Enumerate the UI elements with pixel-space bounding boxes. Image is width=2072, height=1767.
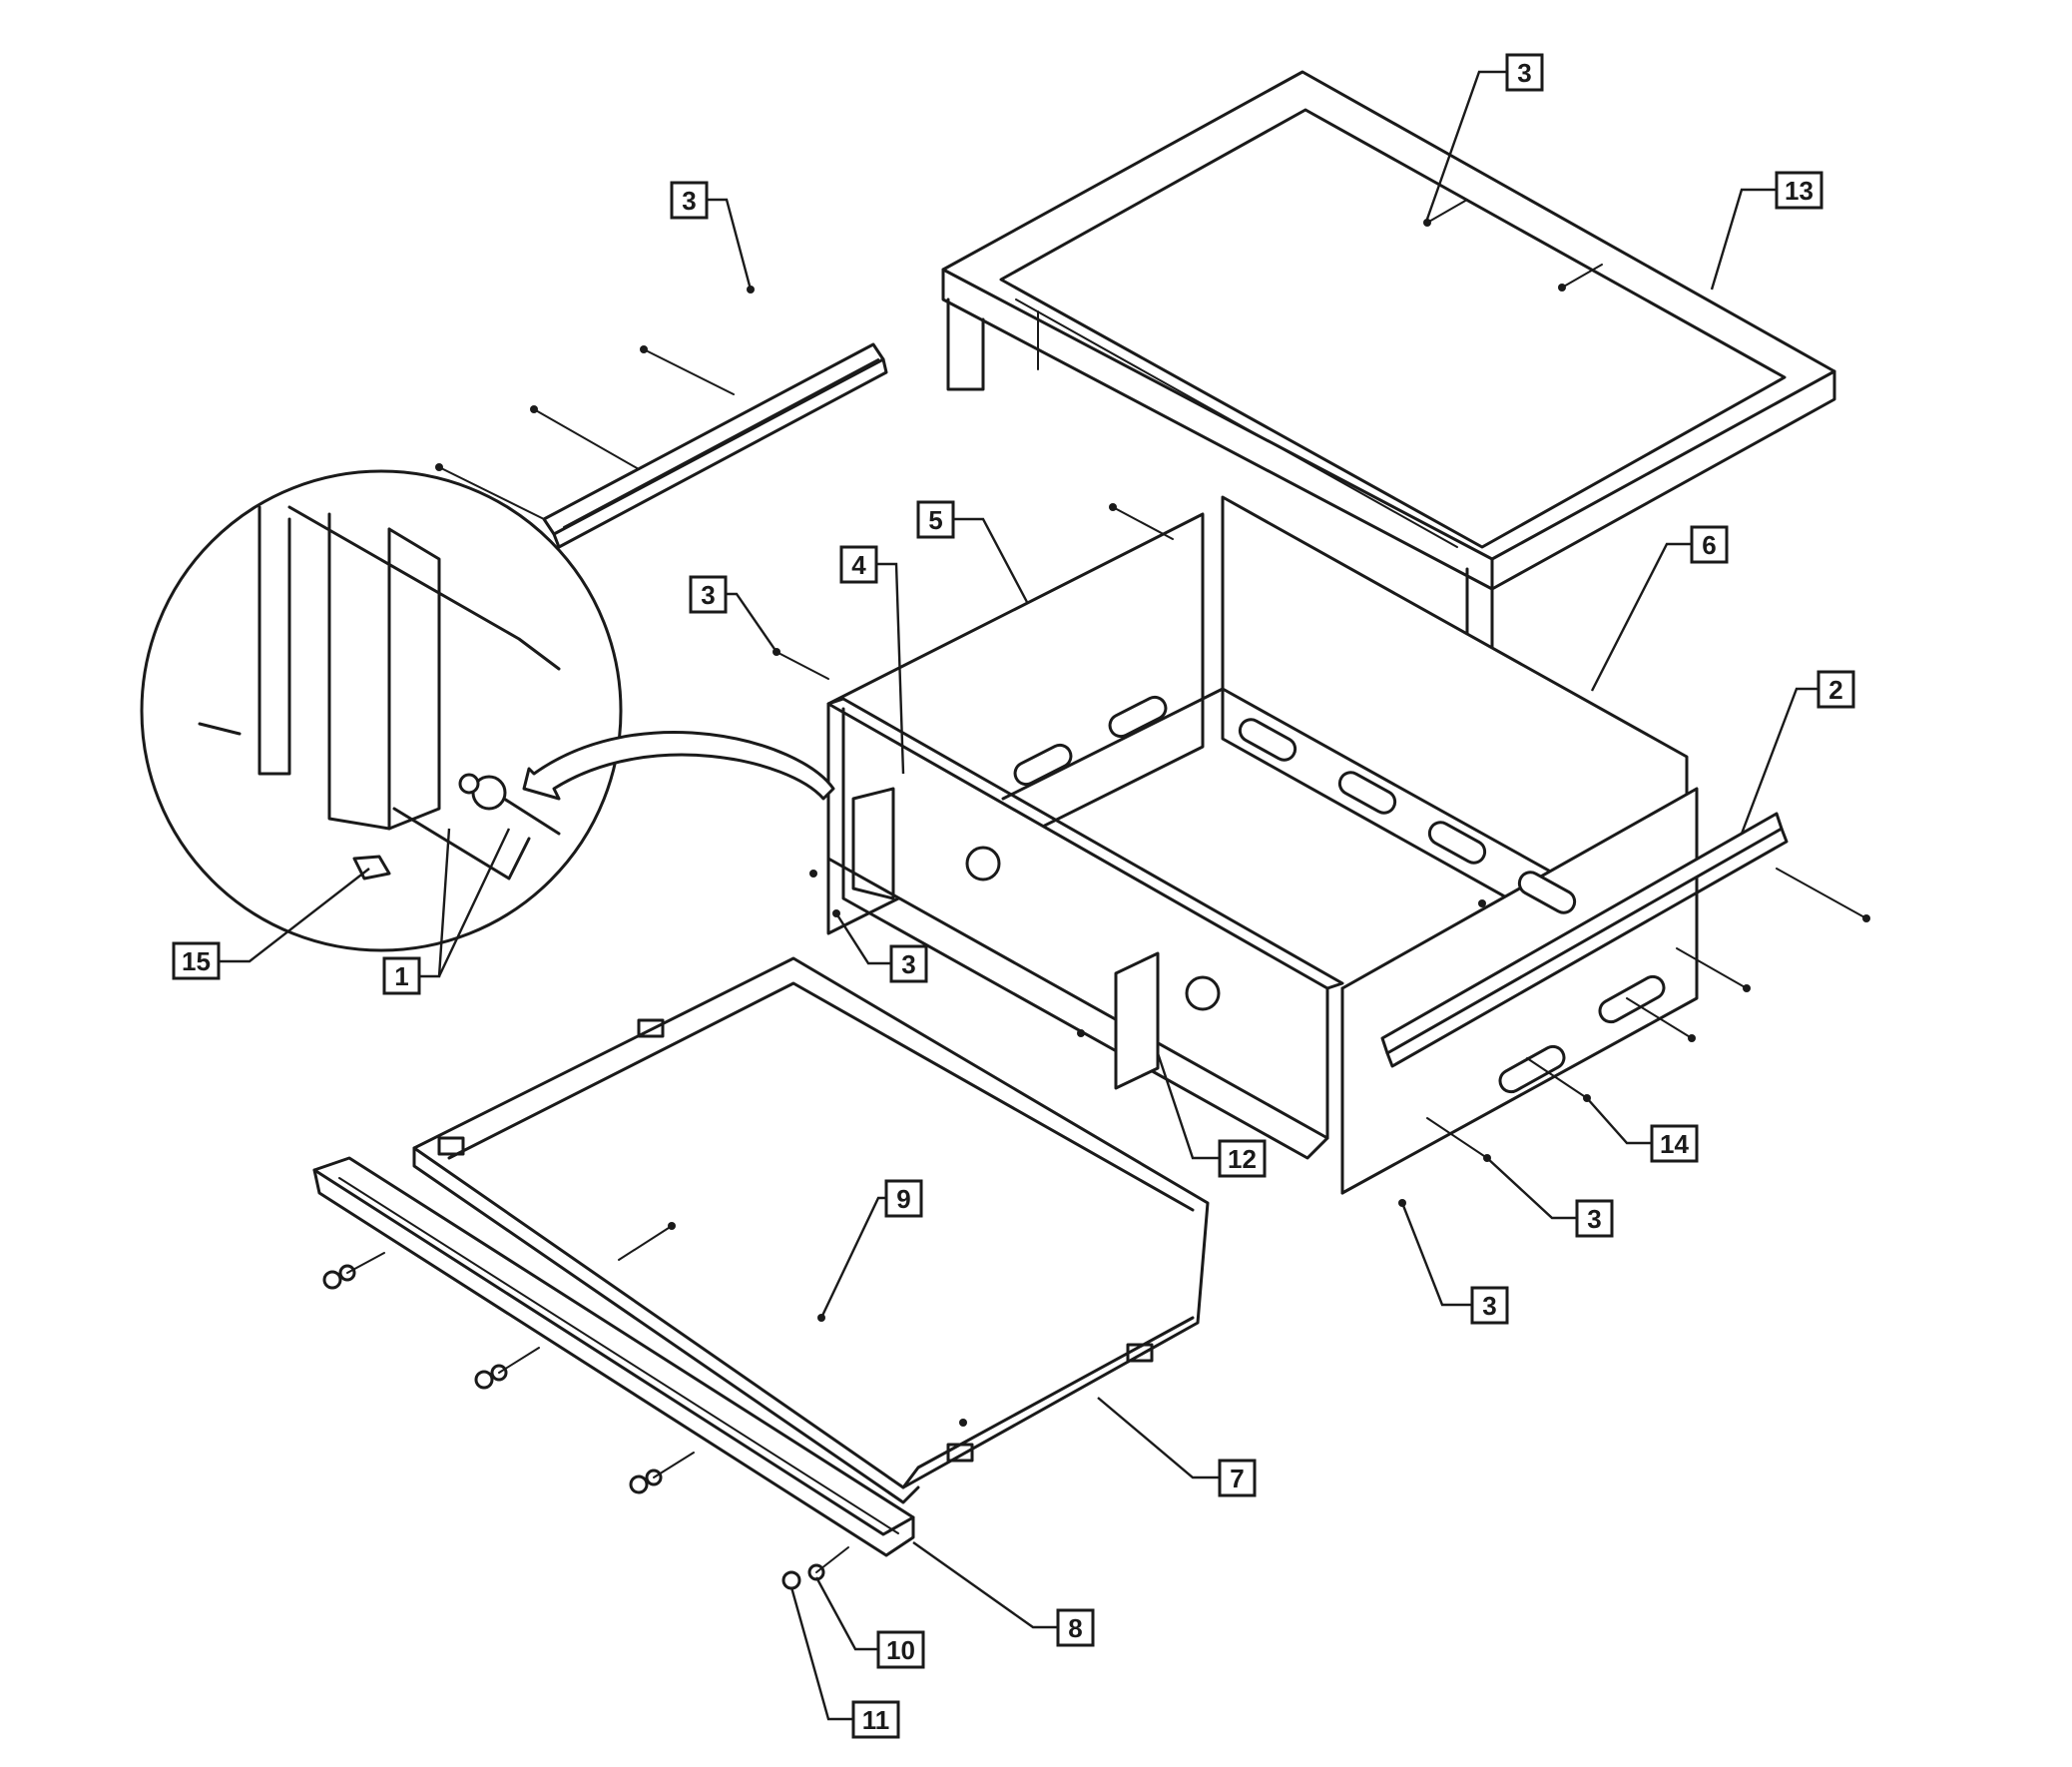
callout-15: 15 bbox=[172, 941, 221, 980]
callout-3-right: 3 bbox=[1575, 1199, 1614, 1238]
right-rail bbox=[1380, 812, 1789, 1068]
svg-text:11: 11 bbox=[862, 1705, 890, 1735]
svg-text:3: 3 bbox=[1517, 58, 1531, 88]
svg-text:3: 3 bbox=[1482, 1291, 1496, 1321]
svg-text:3: 3 bbox=[901, 949, 915, 979]
svg-text:10: 10 bbox=[886, 1635, 915, 1665]
svg-text:6: 6 bbox=[1702, 530, 1716, 560]
svg-text:3: 3 bbox=[701, 580, 715, 610]
svg-text:3: 3 bbox=[682, 186, 696, 216]
svg-text:4: 4 bbox=[851, 550, 866, 580]
svg-text:1: 1 bbox=[394, 961, 408, 991]
callout-7: 7 bbox=[1218, 1459, 1257, 1497]
callout-12: 12 bbox=[1218, 1139, 1267, 1178]
svg-text:13: 13 bbox=[1785, 176, 1813, 206]
callout-3-lid: 3 bbox=[1505, 53, 1544, 92]
top-rail bbox=[542, 342, 888, 549]
callout-3-mid: 3 bbox=[889, 944, 928, 983]
callout-13: 13 bbox=[1775, 171, 1823, 210]
callout-3-left: 3 bbox=[689, 575, 728, 614]
callout-5: 5 bbox=[916, 500, 955, 539]
svg-text:14: 14 bbox=[1660, 1129, 1689, 1159]
callout-1: 1 bbox=[382, 956, 421, 995]
svg-text:7: 7 bbox=[1230, 1464, 1244, 1493]
bottom-tray bbox=[412, 956, 1210, 1504]
lid-frame bbox=[941, 70, 1836, 691]
svg-text:8: 8 bbox=[1068, 1613, 1082, 1643]
svg-text:2: 2 bbox=[1828, 675, 1842, 705]
callout-3-rail: 3 bbox=[670, 181, 709, 220]
callout-4: 4 bbox=[839, 545, 878, 584]
svg-text:9: 9 bbox=[896, 1184, 910, 1214]
callout-2: 2 bbox=[1816, 670, 1855, 709]
svg-text:15: 15 bbox=[182, 946, 211, 976]
svg-text:3: 3 bbox=[1587, 1204, 1601, 1234]
callout-leaders bbox=[219, 70, 1818, 1721]
front-trim bbox=[312, 1156, 915, 1557]
callout-11: 11 bbox=[851, 1700, 900, 1739]
main-housing bbox=[826, 495, 1699, 1195]
detail-magnifier bbox=[140, 469, 835, 952]
callout-10: 10 bbox=[876, 1630, 925, 1669]
callout-14: 14 bbox=[1650, 1124, 1699, 1163]
svg-text:12: 12 bbox=[1228, 1144, 1257, 1174]
callout-6: 6 bbox=[1690, 525, 1729, 564]
svg-text:5: 5 bbox=[928, 505, 942, 535]
callout-9: 9 bbox=[884, 1179, 923, 1218]
callout-8: 8 bbox=[1056, 1608, 1095, 1647]
fasteners bbox=[322, 199, 1870, 1590]
callout-3-bottom-right: 3 bbox=[1470, 1286, 1509, 1325]
